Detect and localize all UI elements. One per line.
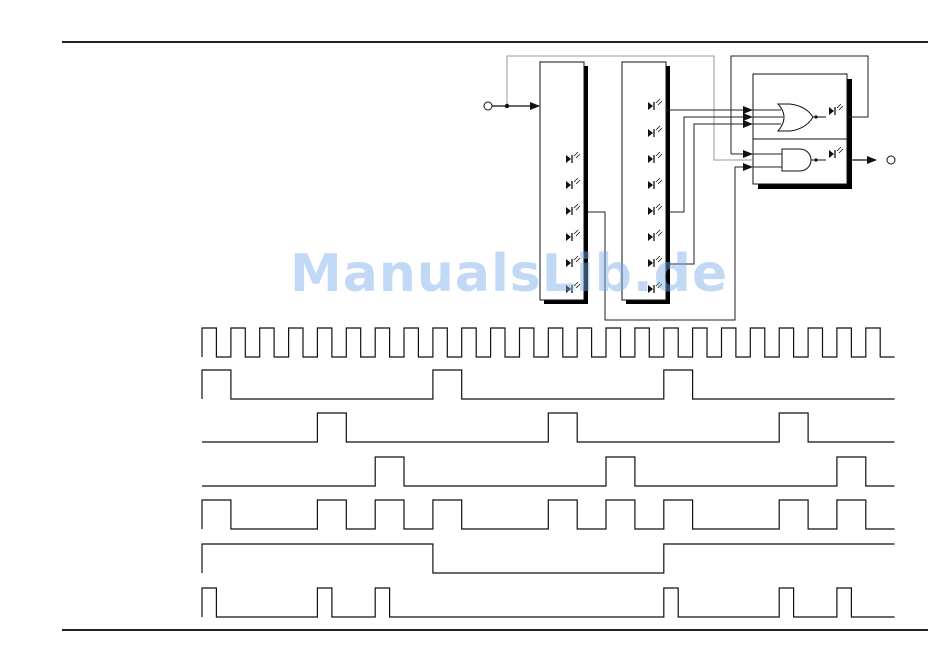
input-terminal-icon xyxy=(484,102,539,110)
waveform-trace-5 xyxy=(202,500,895,529)
waveform-clock xyxy=(202,328,895,357)
waveform-trace-7 xyxy=(202,588,895,617)
waveform-trace-3 xyxy=(202,413,895,442)
waveform-trace-4 xyxy=(202,457,895,486)
timing-waveforms xyxy=(202,328,895,617)
output-terminal-icon xyxy=(852,156,895,164)
waveform-trace-2 xyxy=(202,370,895,399)
counter-block-2 xyxy=(622,62,670,304)
logic-block xyxy=(753,74,852,189)
and-gate-icon xyxy=(782,149,811,171)
waveform-trace-6 xyxy=(202,544,895,573)
counter-block-1 xyxy=(540,62,588,304)
